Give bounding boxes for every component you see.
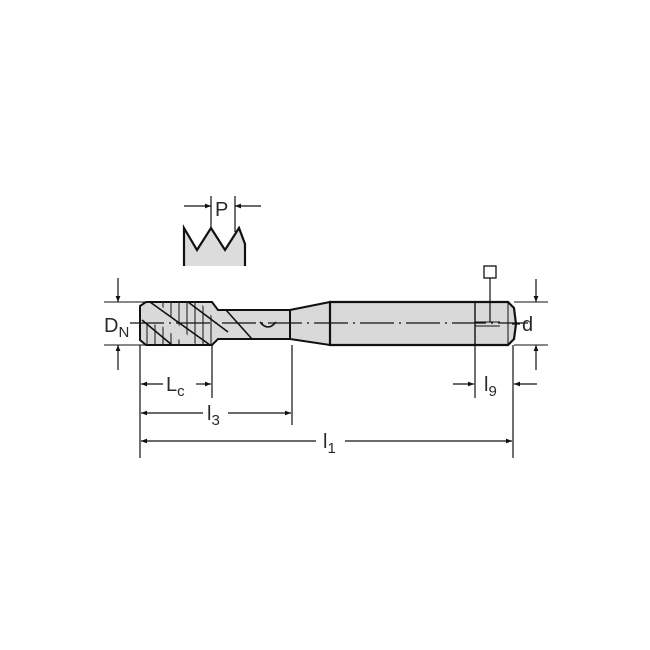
d-dimension (512, 279, 548, 370)
shank-diameter-label: d (522, 314, 533, 336)
square-drive-callout (483, 265, 497, 322)
tap-body (130, 300, 528, 347)
square-length-label: l9 (484, 374, 497, 400)
thread-profile (182, 196, 261, 266)
total-length-label: l1 (323, 431, 336, 457)
chamfer-length-label: Lc (166, 374, 185, 400)
pitch-label: P (215, 199, 228, 221)
dn-dimension (104, 278, 146, 370)
thread-length-label: l3 (207, 403, 220, 429)
nominal-diameter-label: DN (104, 315, 129, 341)
